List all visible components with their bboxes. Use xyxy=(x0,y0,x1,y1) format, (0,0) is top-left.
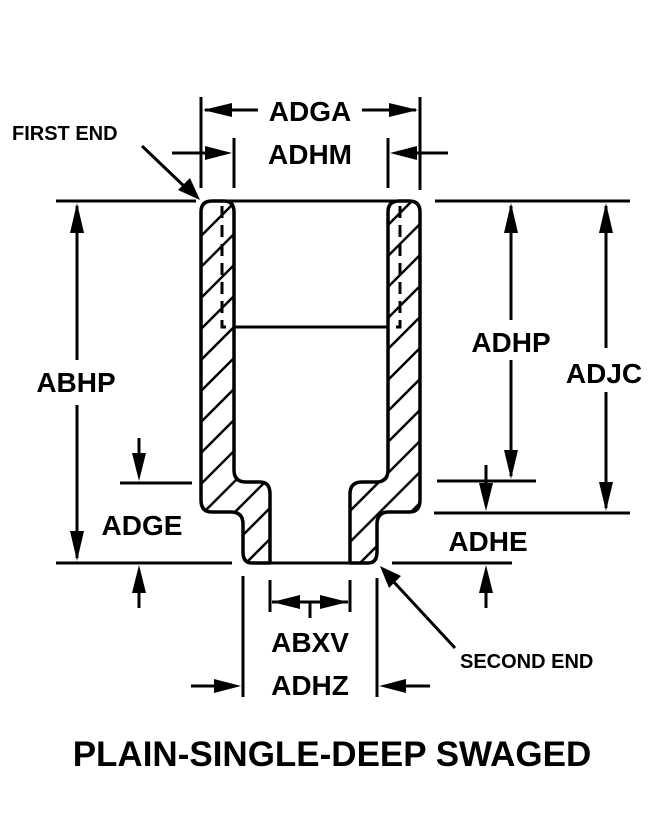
dimension-adhe xyxy=(479,465,493,608)
hatch-line xyxy=(201,201,270,243)
right-wall-hatching xyxy=(340,95,425,738)
label-adjc: ADJC xyxy=(566,358,642,389)
hatch-line xyxy=(340,95,425,180)
extension-lines xyxy=(56,97,630,697)
dimension-adge xyxy=(132,438,146,608)
hatch-line xyxy=(350,466,420,553)
left-wall-hatching xyxy=(195,201,280,738)
label-adga: ADGA xyxy=(269,96,351,127)
dimension-abhp xyxy=(70,203,84,561)
drawing-title: PLAIN-SINGLE-DEEP SWAGED xyxy=(73,735,592,774)
hatch-line xyxy=(340,622,425,707)
dimension-adga xyxy=(203,103,418,117)
label-adhp: ADHP xyxy=(471,327,550,358)
hatch-line xyxy=(195,622,280,707)
dimension-adjc xyxy=(599,203,613,511)
dimension-adhz xyxy=(191,679,430,693)
dimension-adhp xyxy=(504,203,518,479)
dimension-adhm xyxy=(172,146,448,160)
label-adhz: ADHZ xyxy=(271,670,349,701)
hatch-line xyxy=(350,201,420,212)
label-first-end: FIRST END xyxy=(12,123,118,145)
left-hidden-line xyxy=(220,206,226,329)
hatch-line xyxy=(195,653,280,738)
second-end-leader xyxy=(380,566,457,650)
label-second-end: SECOND END xyxy=(460,651,593,673)
hatch-line xyxy=(195,591,280,676)
label-abhp: ABHP xyxy=(36,367,115,398)
hatch-line xyxy=(340,653,425,738)
right-hidden-line xyxy=(396,206,402,329)
label-abxv: ABXV xyxy=(271,627,349,658)
label-adge: ADGE xyxy=(102,510,183,541)
label-adhe: ADHE xyxy=(448,526,527,557)
dimension-abxv xyxy=(272,595,348,618)
first-end-leader xyxy=(140,144,200,200)
hatch-line xyxy=(201,559,270,563)
label-adhm: ADHM xyxy=(268,139,352,170)
hatch-line xyxy=(201,528,270,563)
